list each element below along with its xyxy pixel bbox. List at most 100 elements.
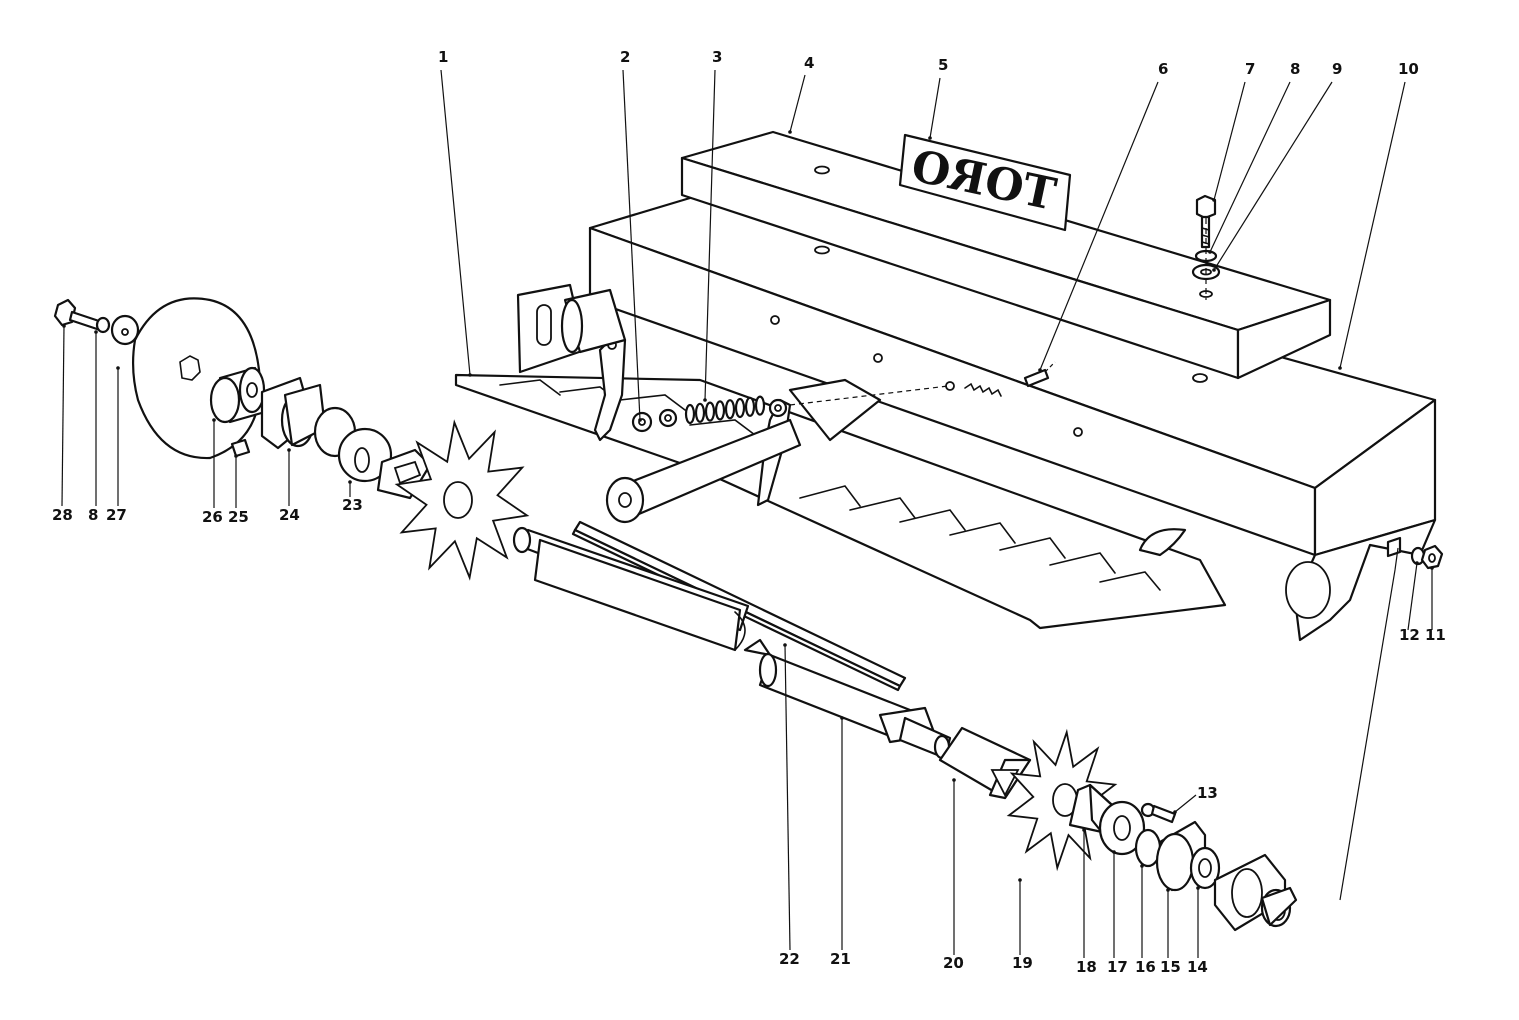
callout-1: 1 (438, 48, 472, 377)
callout-19: 19 (1012, 878, 1033, 972)
callout-number: 28 (52, 506, 73, 524)
callout-number: 27 (106, 506, 127, 524)
callout-dot (1112, 850, 1116, 854)
callout-leader (1039, 81, 1159, 371)
callout-21: 21 (830, 716, 851, 968)
callout-5: 5 (928, 56, 948, 140)
callout-16: 16 (1135, 864, 1156, 976)
callout-leader (61, 325, 65, 507)
callout-dot (928, 136, 932, 140)
callout-leader (622, 69, 641, 421)
callout-leader (1407, 562, 1418, 631)
callout-11: 11 (1425, 566, 1446, 644)
hub (209, 366, 267, 424)
callout-8: 8 (1208, 60, 1300, 254)
callout-27: 27 (106, 366, 127, 524)
bearing (1155, 820, 1221, 892)
callout-number: 8 (88, 506, 98, 524)
callout-dot (348, 480, 352, 484)
callout-number: 4 (804, 54, 814, 72)
spacer-washer (1098, 800, 1146, 856)
woodruff-key (230, 438, 251, 458)
callout-17: 17 (1107, 850, 1128, 976)
callout-dot (1212, 268, 1216, 272)
callout-leader (704, 69, 716, 401)
callout-dot (1166, 888, 1170, 892)
screw (1140, 802, 1177, 824)
callout-leader (929, 77, 941, 139)
spacer (313, 406, 393, 483)
spring-coil (734, 397, 746, 419)
callout-number: 9 (1332, 60, 1342, 78)
right-sprocket (1006, 728, 1118, 872)
callout-23: 23 (342, 480, 363, 514)
callout-leader (440, 69, 471, 376)
rake-roller (605, 418, 802, 524)
callout-13: 13 (1173, 784, 1218, 814)
callout-leader (1213, 81, 1333, 271)
callout-number: 16 (1135, 958, 1156, 976)
callout-dot (788, 130, 792, 134)
callout-24: 24 (279, 448, 300, 524)
spring-assembly (631, 395, 788, 433)
callout-20: 20 (943, 778, 964, 972)
callout-leader (1209, 81, 1291, 253)
bearing-flanges (1213, 853, 1298, 932)
callout-number: 6 (1158, 60, 1168, 78)
callout-2: 2 (620, 48, 642, 422)
callout-9: 9 (1212, 60, 1342, 272)
callout-number: 18 (1076, 958, 1097, 976)
spring-coil (714, 400, 726, 421)
callout-28: 28 (52, 324, 73, 524)
callout-leader (1213, 81, 1246, 201)
callout-dot (1415, 561, 1419, 565)
callout-dot (1173, 810, 1177, 814)
callout-leader (784, 644, 791, 951)
top-cover (680, 130, 1332, 380)
callout-number: 19 (1012, 954, 1033, 972)
coupler (938, 726, 1032, 800)
callout-dot (287, 448, 291, 452)
callout-10: 10 (1338, 60, 1419, 370)
callout-number: 12 (1399, 626, 1420, 644)
callout-number: 17 (1107, 958, 1128, 976)
callout-dot (840, 716, 844, 720)
shaft (512, 526, 952, 760)
left-sprocket (394, 419, 530, 581)
callout-26: 26 (202, 418, 223, 526)
callout-7: 7 (1212, 60, 1255, 202)
callout-number: 21 (830, 950, 851, 968)
spring-coil (704, 401, 716, 422)
callout-number: 20 (943, 954, 964, 972)
callout-15: 15 (1160, 888, 1181, 976)
bearing-assembly (260, 376, 327, 450)
left-cylinder (560, 288, 627, 354)
callout-number: 11 (1425, 626, 1446, 644)
leader-14-housing (1339, 547, 1399, 901)
spring-coil (744, 396, 756, 417)
callout-18: 18 (1076, 828, 1097, 976)
callout-number: 10 (1398, 60, 1419, 78)
callout-number: 2 (620, 48, 630, 66)
callout-leader (789, 74, 806, 133)
callout-leader (1174, 794, 1197, 813)
spring-coil (754, 395, 766, 416)
callout-number: 1 (438, 48, 448, 66)
callout-6: 6 (1038, 60, 1168, 372)
callout-dot (952, 778, 956, 782)
callout-dot (212, 418, 216, 422)
callout-dot (1082, 828, 1086, 832)
callout-number: 13 (1197, 784, 1218, 802)
left-bolt (53, 298, 140, 346)
callout-dot (94, 330, 98, 334)
callout-number: 24 (279, 506, 300, 524)
callout-dot (1018, 878, 1022, 882)
callout-3: 3 (703, 48, 722, 402)
callout-number: 22 (779, 950, 800, 968)
housing (588, 193, 1437, 642)
callout-4: 4 (788, 54, 814, 134)
callout-number: 3 (712, 48, 722, 66)
callout-leader (1339, 81, 1406, 369)
spring-link (789, 361, 1056, 406)
